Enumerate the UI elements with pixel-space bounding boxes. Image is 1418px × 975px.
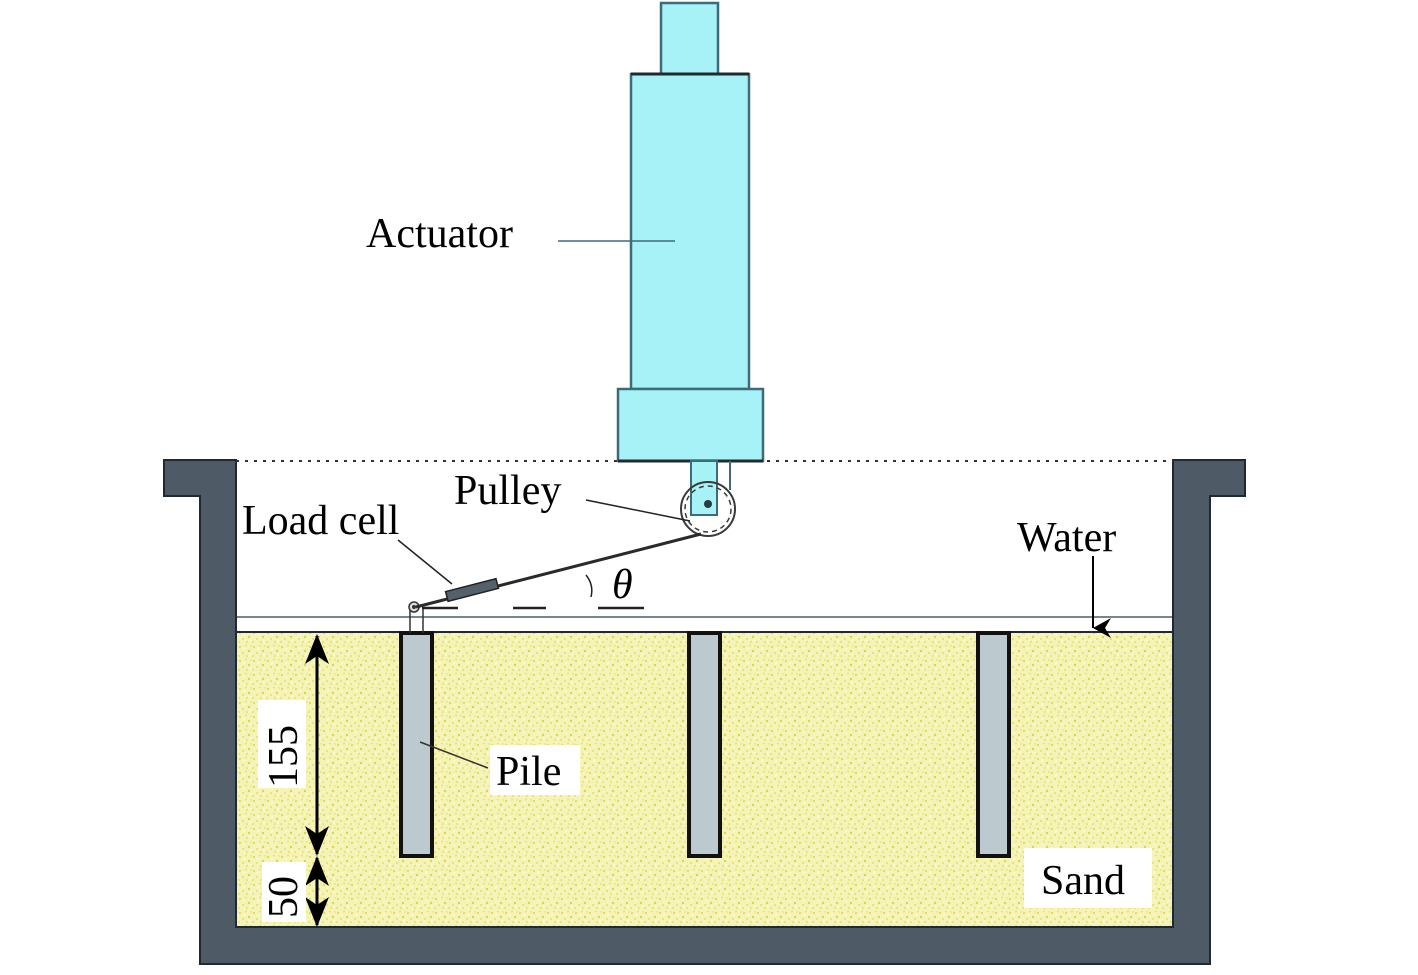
angle-arc (585, 574, 593, 598)
label-bg-155 (258, 700, 306, 788)
load-cell (444, 577, 500, 603)
label-bg-pile (490, 745, 580, 795)
pulley-groove (684, 485, 732, 533)
actuator-rod-top (659, 1, 720, 76)
pile-leader-line (419, 741, 489, 769)
actuator-piston-rod (690, 460, 718, 516)
label-bg-50 (262, 862, 306, 922)
dimension-50-arrow (305, 856, 329, 927)
load-cell-leader-line (397, 539, 453, 585)
tank-wall (163, 459, 1246, 965)
dimension-155-arrow (305, 634, 329, 856)
pulley-axle (704, 500, 712, 508)
angle-theta-label: θ (612, 562, 633, 608)
pulley-leader-line (585, 499, 691, 522)
pile-2 (687, 631, 722, 858)
water-surface (235, 616, 1174, 633)
label-bg-sand (1024, 848, 1152, 908)
dimension-155-label: 155 (261, 725, 307, 788)
actuator-label: Actuator (366, 211, 513, 257)
load-cell-label: Load cell (242, 498, 399, 544)
water-label: Water (1017, 515, 1116, 561)
actuator-base (616, 387, 765, 463)
dimension-50-label: 50 (261, 876, 307, 918)
pile-3 (976, 631, 1011, 858)
sand-label: Sand (1041, 858, 1125, 904)
pulley-icon (680, 481, 736, 537)
pile-label: Pile (496, 749, 561, 795)
pulley-label: Pulley (454, 468, 561, 514)
actuator-body (629, 72, 751, 391)
pile-pin-center (412, 605, 416, 609)
